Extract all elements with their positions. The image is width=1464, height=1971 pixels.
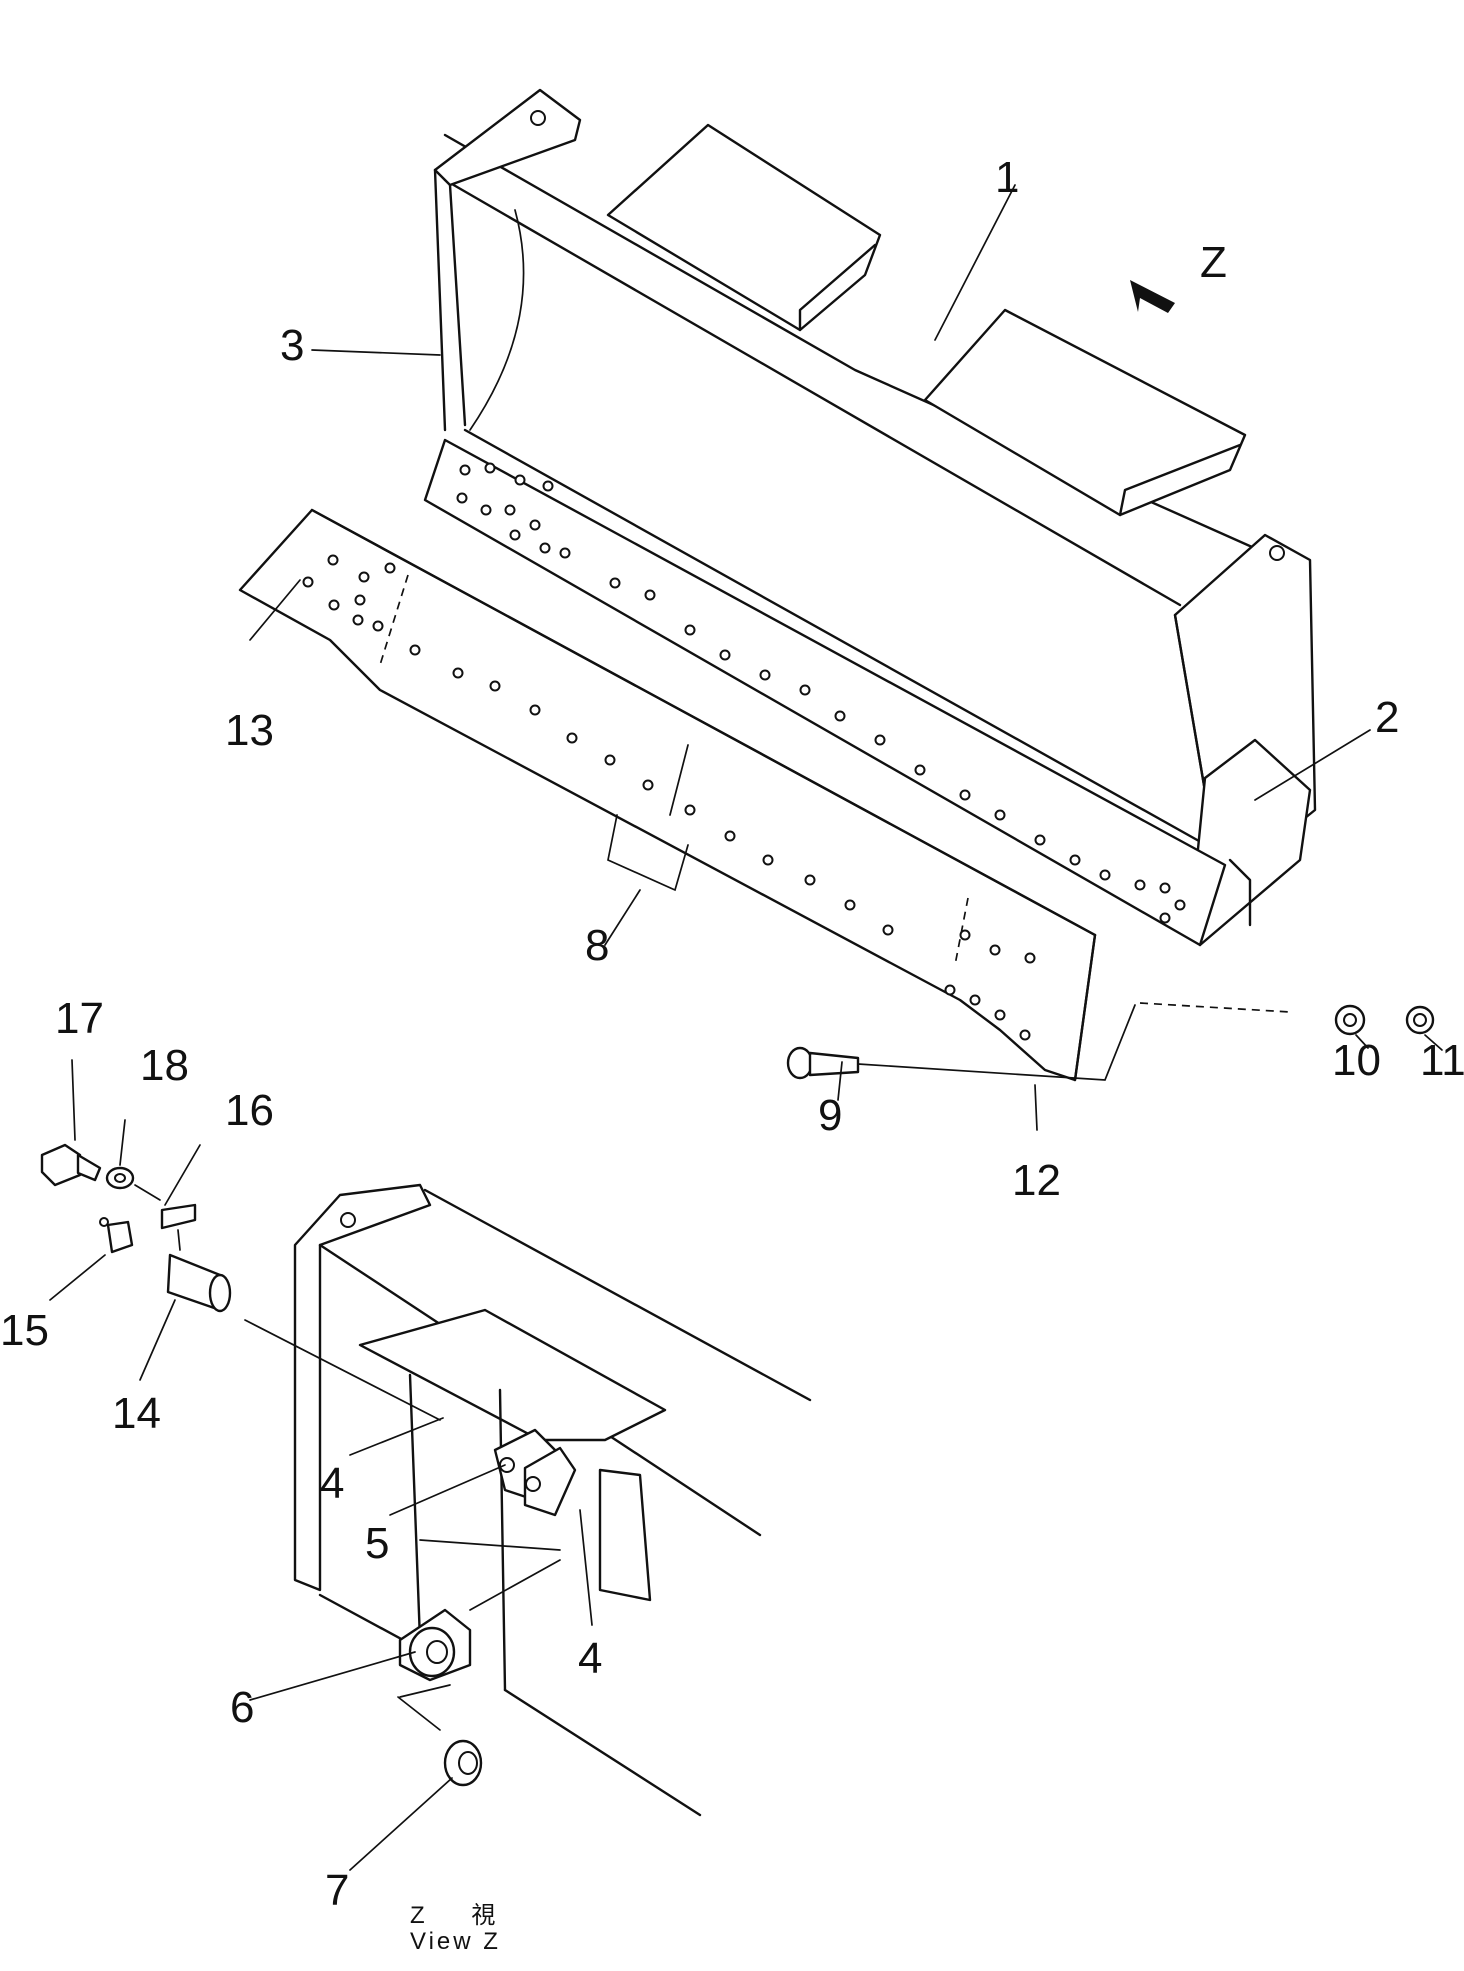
grease-fitting-15 xyxy=(99,1217,134,1254)
callout-17: 17 xyxy=(55,994,104,1043)
callout-3: 3 xyxy=(280,321,304,370)
caption-kanji: 視 xyxy=(471,1902,499,1929)
callout-14: 14 xyxy=(112,1389,161,1438)
blade-assembly xyxy=(423,88,1317,947)
callout-4a: 4 xyxy=(320,1459,344,1508)
cutting-edge xyxy=(238,508,1097,1082)
caption-line-2: View Z xyxy=(410,1928,501,1955)
shim-plate xyxy=(607,814,689,892)
washer-18 xyxy=(105,1166,161,1201)
callout-11: 11 xyxy=(1420,1036,1464,1085)
view-caption: Z 視 View Z xyxy=(410,1903,501,1955)
bolt-17 xyxy=(40,1143,102,1187)
callout-18: 18 xyxy=(140,1041,189,1090)
callout-1: 1 xyxy=(995,153,1019,202)
lock-plate-16 xyxy=(160,1203,197,1251)
callout-4b: 4 xyxy=(578,1634,602,1683)
view-z-detail xyxy=(293,1183,812,1817)
bushing-7 xyxy=(443,1739,483,1787)
caption-letter: Z xyxy=(410,1902,428,1929)
nut-11 xyxy=(1405,1005,1435,1035)
leader-lines xyxy=(49,184,1443,1871)
callout-5: 5 xyxy=(365,1519,389,1568)
view-z-arrow xyxy=(1130,280,1175,313)
callout-7: 7 xyxy=(325,1866,349,1915)
callout-2: 2 xyxy=(1375,693,1399,742)
bolt-9 xyxy=(786,1002,1291,1081)
pin-14 xyxy=(166,1253,441,1421)
callout-12: 12 xyxy=(1012,1156,1061,1205)
callout-6: 6 xyxy=(230,1683,254,1732)
callout-10: 10 xyxy=(1332,1036,1381,1085)
callout-13: 13 xyxy=(225,706,274,755)
callout-8: 8 xyxy=(585,921,609,970)
washer-10 xyxy=(1334,1004,1366,1036)
flange-bolt-holes xyxy=(456,462,1186,924)
view-arrow-label: Z xyxy=(1200,238,1227,287)
callout-15: 15 xyxy=(0,1306,49,1355)
callout-9: 9 xyxy=(818,1091,842,1140)
callout-16: 16 xyxy=(225,1086,274,1135)
caption-line-1: Z 視 xyxy=(410,1903,501,1929)
